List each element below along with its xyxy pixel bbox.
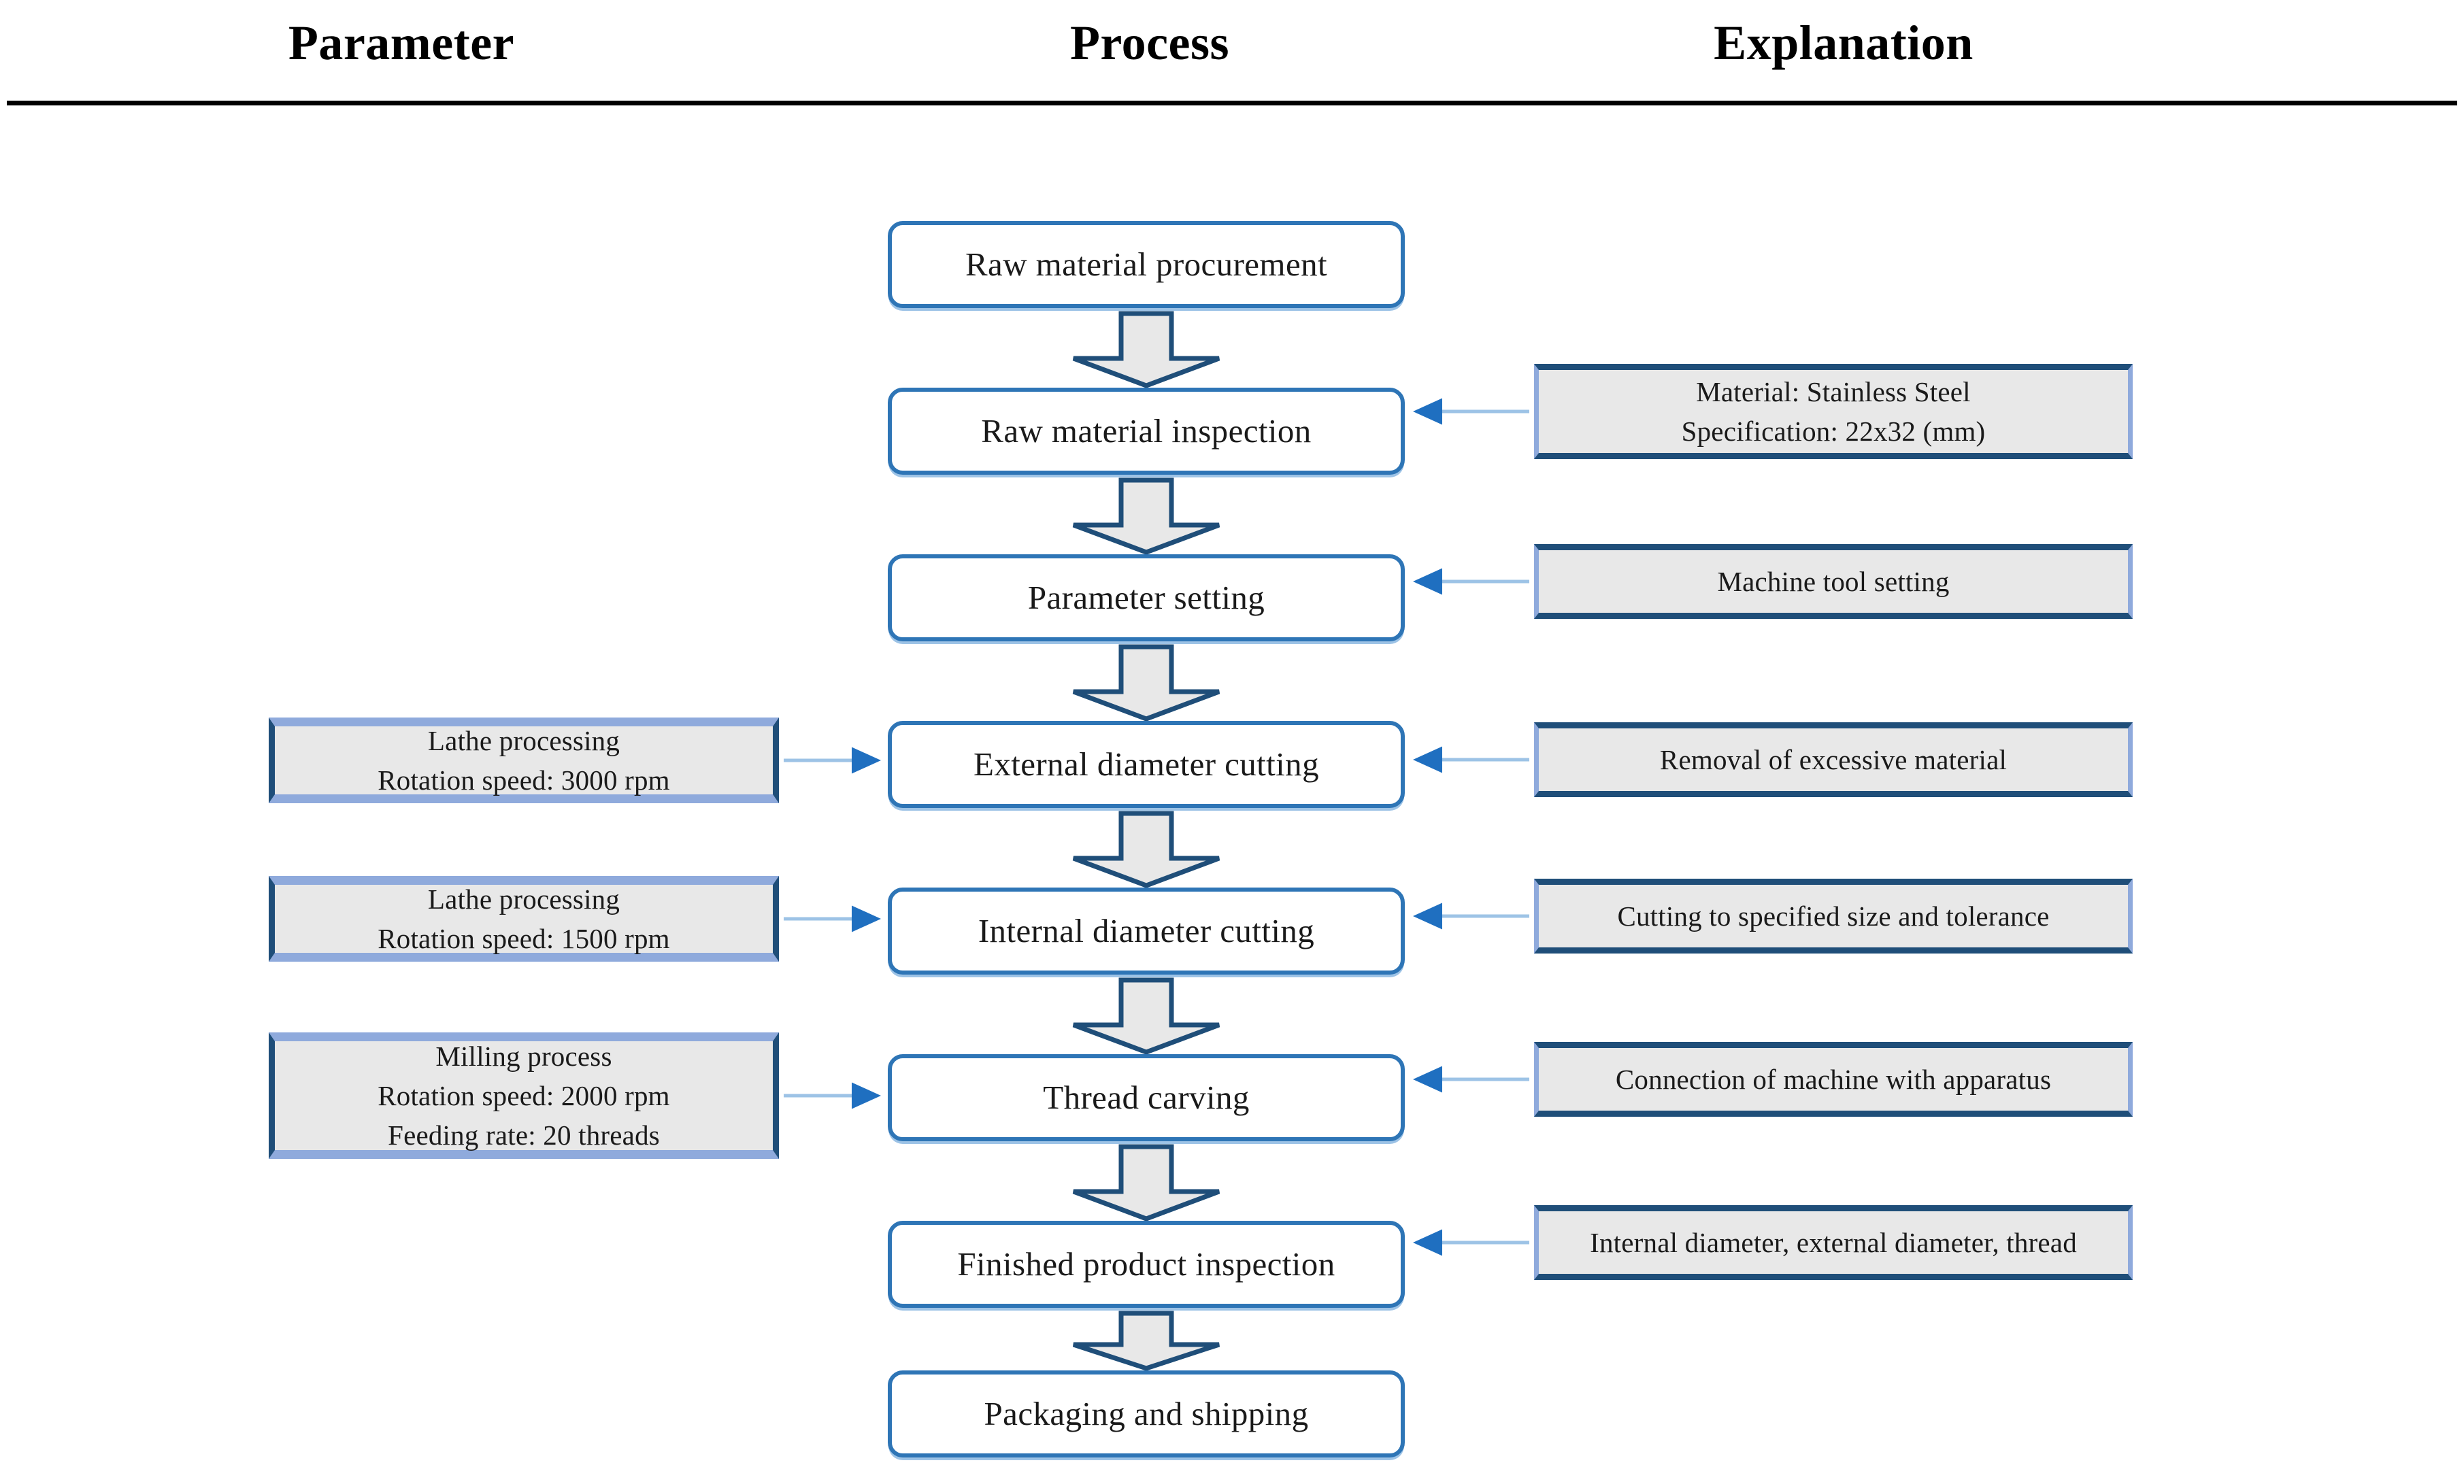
process-label: Parameter setting: [1027, 578, 1265, 616]
column-header-process: Process: [1069, 16, 1230, 70]
explanation-box-finished-product-inspection[interactable]: Internal diameter, external diameter, th…: [1534, 1205, 2133, 1280]
flow-arrow-down-6: [1072, 1144, 1220, 1221]
parameter-box-external-diameter-cutting[interactable]: Lathe processing Rotation speed: 3000 rp…: [269, 718, 779, 803]
explanation-line: Internal diameter, external diameter, th…: [1590, 1226, 2077, 1258]
process-label: Internal diameter cutting: [978, 911, 1315, 949]
process-box-raw-material-inspection[interactable]: Raw material inspection: [888, 388, 1405, 475]
explanation-line: Removal of excessive material: [1659, 743, 2008, 775]
parameter-line: Lathe processing: [427, 883, 620, 915]
parameter-line: Milling process: [435, 1040, 612, 1072]
parameter-line: Rotation speed: 3000 rpm: [378, 764, 670, 796]
process-label: Thread carving: [1043, 1078, 1250, 1116]
process-label: Raw material inspection: [981, 411, 1312, 450]
parameter-line: Feeding rate: 20 threads: [388, 1119, 660, 1151]
process-box-raw-material-procurement[interactable]: Raw material procurement: [888, 221, 1405, 308]
explanation-line: Material: Stainless Steel: [1696, 375, 1971, 407]
flow-arrow-down-4: [1072, 811, 1220, 888]
explanation-line: Cutting to specified size and tolerance: [1617, 900, 2050, 932]
explanation-box-thread-carving[interactable]: Connection of machine with apparatus: [1534, 1042, 2133, 1117]
explanation-box-internal-diameter-cutting[interactable]: Cutting to specified size and tolerance: [1534, 879, 2133, 954]
process-box-packaging-and-shipping[interactable]: Packaging and shipping: [888, 1370, 1405, 1457]
header-divider-rule: [7, 101, 2457, 105]
process-box-parameter-setting[interactable]: Parameter setting: [888, 554, 1405, 641]
flow-arrow-down-7: [1072, 1311, 1220, 1371]
flow-arrow-down-2: [1072, 477, 1220, 555]
parameter-box-internal-diameter-cutting[interactable]: Lathe processing Rotation speed: 1500 rp…: [269, 876, 779, 962]
explanation-box-parameter-setting[interactable]: Machine tool setting: [1534, 544, 2133, 619]
parameter-box-thread-carving[interactable]: Milling process Rotation speed: 2000 rpm…: [269, 1032, 779, 1159]
process-box-external-diameter-cutting[interactable]: External diameter cutting: [888, 721, 1405, 808]
process-label: Packaging and shipping: [984, 1394, 1309, 1432]
flow-arrow-down-5: [1072, 977, 1220, 1055]
parameter-line: Lathe processing: [427, 724, 620, 756]
column-header-explanation: Explanation: [1714, 16, 1974, 70]
process-label: External diameter cutting: [973, 745, 1319, 783]
process-label: Raw material procurement: [965, 245, 1328, 283]
process-box-internal-diameter-cutting[interactable]: Internal diameter cutting: [888, 888, 1405, 975]
process-box-thread-carving[interactable]: Thread carving: [888, 1054, 1405, 1141]
explanation-box-raw-material-inspection[interactable]: Material: Stainless Steel Specification:…: [1534, 364, 2133, 459]
flow-arrow-down-1: [1072, 311, 1220, 388]
process-box-finished-product-inspection[interactable]: Finished product inspection: [888, 1221, 1405, 1308]
explanation-connector-group: [1412, 398, 1529, 1256]
explanation-line: Machine tool setting: [1717, 565, 1950, 597]
explanation-line: Specification: 22x32 (mm): [1681, 416, 1986, 447]
explanation-line: Connection of machine with apparatus: [1615, 1063, 2052, 1095]
parameter-connector-group: [784, 747, 882, 1109]
flow-arrow-down-3: [1072, 644, 1220, 722]
process-label: Finished product inspection: [957, 1245, 1335, 1283]
explanation-box-external-diameter-cutting[interactable]: Removal of excessive material: [1534, 722, 2133, 797]
parameter-line: Rotation speed: 2000 rpm: [378, 1079, 670, 1111]
column-header-row: Parameter Process Explanation: [0, 0, 2464, 109]
column-header-parameter: Parameter: [288, 16, 515, 70]
parameter-line: Rotation speed: 1500 rpm: [378, 923, 670, 954]
